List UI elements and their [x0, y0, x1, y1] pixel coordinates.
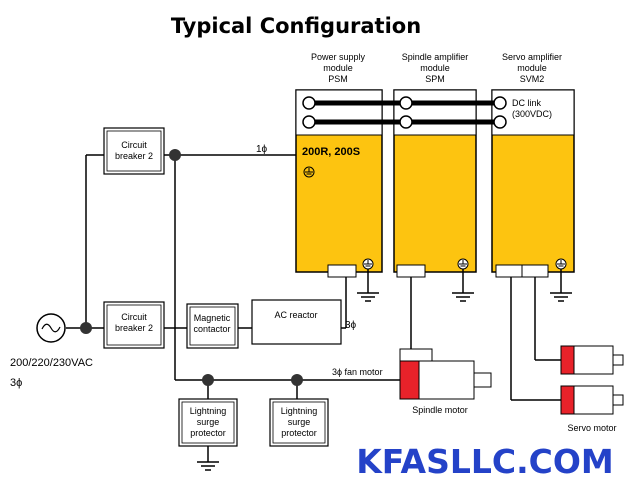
svm-terminal-2: [521, 264, 549, 278]
lightning-2-label-1: Lightning: [281, 406, 318, 416]
page-title: Typical Configuration: [171, 14, 421, 38]
ac-reactor: AC reactor: [251, 299, 342, 345]
servo-motor-label: Servo motor: [567, 423, 616, 433]
spindle-motor: [399, 348, 492, 400]
lightning-surge-protector-1: Lightning surge protector: [178, 398, 238, 447]
three-phase-label: 3ϕ: [345, 320, 357, 331]
circuit-breaker-bottom-label-1: Circuit: [121, 312, 147, 322]
spm-dc-terminal-upper: [399, 96, 413, 110]
psm-ground-terminal-icon: [362, 258, 374, 270]
magnetic-contactor-label-2: contactor: [193, 324, 230, 334]
psm-header-line-1: Power supply: [311, 52, 366, 62]
svm-dc-terminal-upper: [493, 96, 507, 110]
ac-reactor-label: AC reactor: [274, 310, 317, 320]
supply-voltage-label: 200/220/230VAC: [10, 357, 93, 369]
dc-link-label-line-2: (300VDC): [512, 109, 552, 119]
junction-node: [202, 374, 214, 386]
servo-motor-1: [560, 345, 624, 375]
svm-header-label: Servo amplifier module SVM2: [502, 52, 562, 84]
junction-node: [291, 374, 303, 386]
ac-source-icon: [36, 313, 66, 343]
psm-header-label: Power supply module PSM: [311, 52, 366, 84]
psm-ground-icon: [357, 292, 379, 302]
one-phase-label: 1ϕ: [256, 144, 268, 155]
servo-motor-2-red-cap: [560, 385, 575, 415]
lightning-1-label-2: surge: [197, 417, 220, 427]
servo-motor-2-shaft: [612, 394, 624, 406]
spm-header-line-3: SPM: [425, 74, 445, 84]
psm-dc-terminal-upper: [302, 96, 316, 110]
svm-ground-terminal-icon: [555, 258, 567, 270]
psm-model-label: 200R, 200S: [302, 146, 360, 158]
spindle-motor-shaft: [473, 372, 492, 388]
watermark-text: KFASLLC.COM: [356, 442, 614, 481]
svm-dc-terminal-lower: [493, 115, 507, 129]
psm-terminal: [327, 264, 357, 278]
svm-header-line-2: module: [517, 63, 547, 73]
lightning-2-label-2: surge: [288, 417, 311, 427]
ground-symbol-icon: [303, 166, 315, 178]
svm-header-line-1: Servo amplifier: [502, 52, 562, 62]
servo-motor-1-shaft: [612, 354, 624, 366]
spm-ground-terminal-icon: [457, 258, 469, 270]
supply-phase-label: 3ϕ: [10, 377, 22, 389]
spindle-motor-fan-housing: [399, 348, 433, 362]
magnetic-contactor-label-1: Magnetic: [194, 313, 231, 323]
junction-node: [80, 322, 92, 334]
circuit-breaker-top-label-2: breaker 2: [115, 151, 153, 161]
circuit-breaker-bottom-label-2: breaker 2: [115, 323, 153, 333]
circuit-breaker-top-label-1: Circuit: [121, 140, 147, 150]
svm-top-section: [491, 89, 575, 136]
lightning-2-label-3: protector: [281, 428, 317, 438]
lightning-ground-icon: [197, 461, 219, 471]
magnetic-contactor: Magnetic contactor: [186, 303, 239, 349]
spm-header-label: Spindle amplifier module SPM: [402, 52, 469, 84]
spm-ground-icon: [452, 292, 474, 302]
spm-terminal: [396, 264, 426, 278]
spm-header-line-2: module: [420, 63, 450, 73]
servo-motor-2: [560, 385, 624, 415]
servo-amplifier-module: [491, 89, 575, 278]
spm-header-line-1: Spindle amplifier: [402, 52, 469, 62]
circuit-breaker-top: Circuit breaker 2: [103, 127, 165, 175]
svm-terminal-1: [495, 264, 523, 278]
junction-node: [169, 149, 181, 161]
lightning-1-label-1: Lightning: [190, 406, 227, 416]
spm-dc-terminal-lower: [399, 115, 413, 129]
svm-ground-icon: [550, 292, 572, 302]
fan-motor-label: 3ϕ fan motor: [332, 367, 383, 377]
psm-dc-terminal-lower: [302, 115, 316, 129]
svm-header-line-3: SVM2: [520, 74, 545, 84]
servo-motor-1-red-cap: [560, 345, 575, 375]
spindle-motor-label: Spindle motor: [412, 405, 468, 415]
spindle-motor-red-cap: [399, 360, 420, 400]
lightning-surge-protector-2: Lightning surge protector: [269, 398, 329, 447]
dc-link-label-line-1: DC link: [512, 98, 542, 108]
lightning-1-label-3: protector: [190, 428, 226, 438]
psm-header-line-2: module: [323, 63, 353, 73]
dc-link-bus: DC link (300VDC): [302, 96, 552, 129]
psm-header-line-3: PSM: [328, 74, 348, 84]
circuit-breaker-bottom: Circuit breaker 2: [103, 301, 165, 349]
